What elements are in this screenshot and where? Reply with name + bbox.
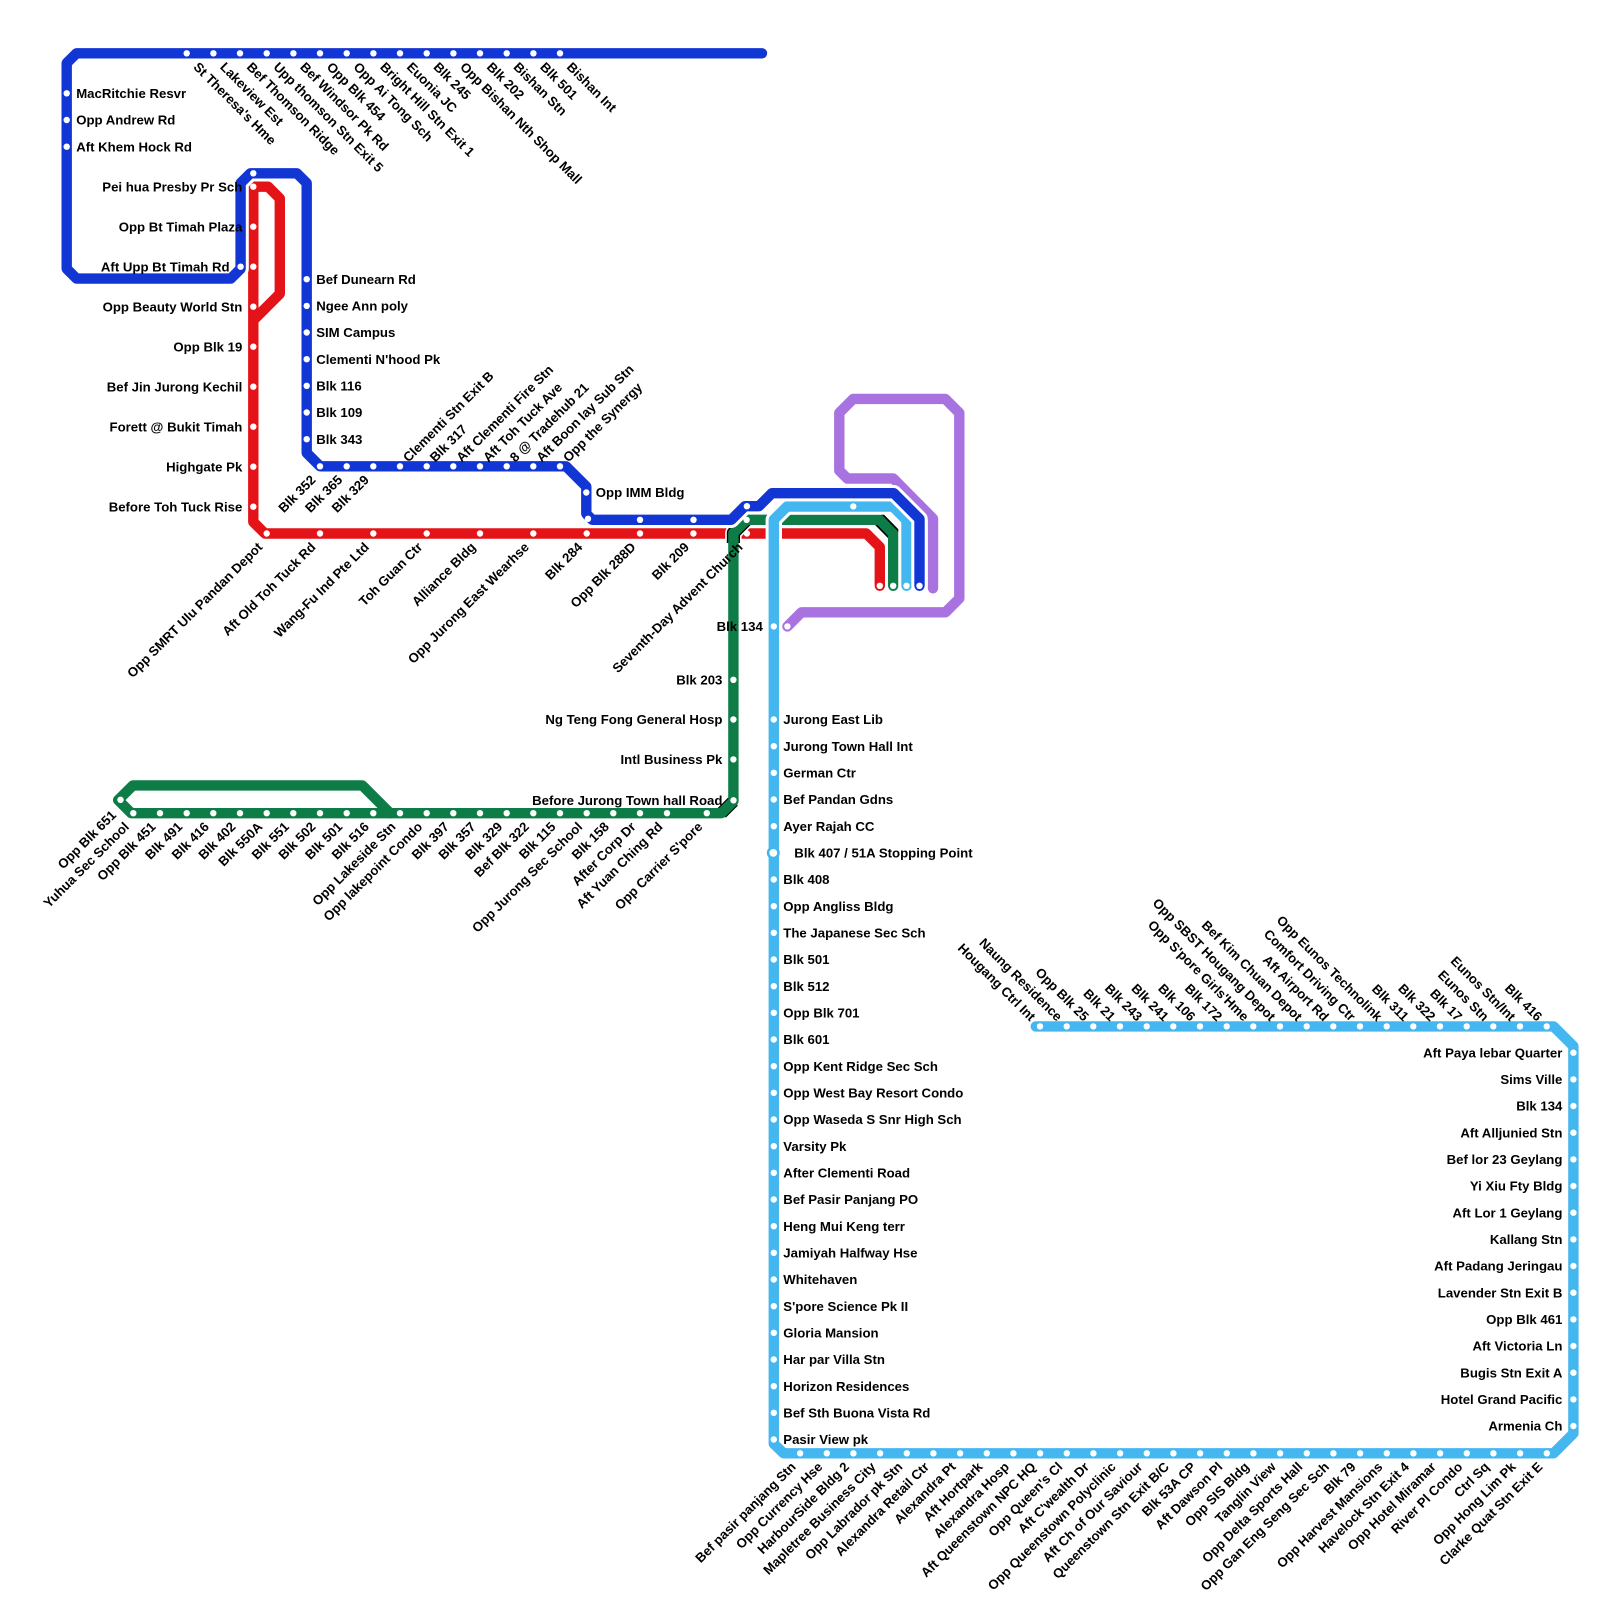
svg-text:Forett @ Bukit Timah: Forett @ Bukit Timah: [110, 419, 243, 434]
svg-text:Highgate Pk: Highgate Pk: [166, 459, 243, 474]
svg-text:German Ctr: German Ctr: [783, 765, 856, 780]
svg-text:Pei hua Presby Pr Sch: Pei hua Presby Pr Sch: [102, 179, 242, 194]
svg-text:MacRitchie Resvr: MacRitchie Resvr: [76, 86, 186, 101]
svg-text:Armenia Ch: Armenia Ch: [1488, 1419, 1562, 1434]
svg-text:Bef Sth Buona Vista Rd: Bef Sth Buona Vista Rd: [783, 1405, 930, 1420]
svg-text:Kallang Stn: Kallang Stn: [1490, 1232, 1563, 1247]
svg-text:Blk 203: Blk 203: [676, 672, 722, 687]
svg-text:Clementi N'hood Pk: Clementi N'hood Pk: [316, 352, 441, 367]
svg-text:The Japanese Sec Sch: The Japanese Sec Sch: [783, 925, 925, 940]
svg-text:Opp Andrew Rd: Opp Andrew Rd: [76, 113, 175, 128]
svg-text:Heng Mui Keng terr: Heng Mui Keng terr: [783, 1219, 905, 1234]
svg-text:Blk 343: Blk 343: [316, 432, 362, 447]
svg-text:Aft Paya lebar Quarter: Aft Paya lebar Quarter: [1423, 1045, 1562, 1060]
svg-text:Aft Lor 1 Geylang: Aft Lor 1 Geylang: [1452, 1205, 1562, 1220]
svg-text:Sims Ville: Sims Ville: [1500, 1072, 1562, 1087]
svg-text:Opp Beauty World Stn: Opp Beauty World Stn: [103, 299, 243, 314]
svg-text:Blk 501: Blk 501: [783, 952, 829, 967]
svg-text:Aft Khem Hock Rd: Aft Khem Hock Rd: [76, 139, 192, 154]
svg-text:Intl Business Pk: Intl Business Pk: [621, 752, 724, 767]
svg-text:Opp Angliss Bldg: Opp Angliss Bldg: [783, 899, 893, 914]
svg-text:Blk 109: Blk 109: [316, 405, 362, 420]
svg-text:Blk 408: Blk 408: [783, 872, 829, 887]
svg-text:Opp Blk 19: Opp Blk 19: [173, 339, 242, 354]
svg-text:Opp Blk 461: Opp Blk 461: [1486, 1312, 1562, 1327]
svg-text:Bugis Stn Exit A: Bugis Stn Exit A: [1460, 1365, 1563, 1380]
svg-text:Before Jurong Town hall Road: Before Jurong Town hall Road: [532, 793, 722, 808]
svg-text:Aft Upp Bt Timah Rd: Aft Upp Bt Timah Rd: [101, 259, 230, 274]
svg-text:Opp IMM Bldg: Opp IMM Bldg: [596, 485, 685, 500]
svg-text:Aft Alljunied Stn: Aft Alljunied Stn: [1460, 1125, 1562, 1140]
svg-text:Bef lor 23 Geylang: Bef lor 23 Geylang: [1447, 1152, 1563, 1167]
svg-text:Whitehaven: Whitehaven: [783, 1272, 857, 1287]
svg-text:Bef Pandan Gdns: Bef Pandan Gdns: [783, 792, 893, 807]
svg-text:Opp Blk 701: Opp Blk 701: [783, 1005, 859, 1020]
svg-text:S'pore Science Pk II: S'pore Science Pk II: [783, 1299, 908, 1314]
svg-text:Lavender Stn Exit B: Lavender Stn Exit B: [1438, 1285, 1563, 1300]
svg-text:Blk 407 / 51A Stopping Point: Blk 407 / 51A Stopping Point: [794, 845, 973, 860]
svg-text:Ayer Rajah CC: Ayer Rajah CC: [783, 819, 875, 834]
svg-text:Blk 512: Blk 512: [783, 979, 829, 994]
svg-text:Yi Xiu Fty Bldg: Yi Xiu Fty Bldg: [1470, 1179, 1563, 1194]
svg-text:SIM Campus: SIM Campus: [316, 325, 395, 340]
svg-text:After Clementi Road: After Clementi Road: [783, 1165, 910, 1180]
svg-text:Opp Waseda S Snr High Sch: Opp Waseda S Snr High Sch: [783, 1112, 961, 1127]
svg-text:Jamiyah Halfway Hse: Jamiyah Halfway Hse: [783, 1245, 917, 1260]
svg-text:Opp West Bay Resort Condo: Opp West Bay Resort Condo: [783, 1085, 963, 1100]
svg-text:Pasir View pk: Pasir View pk: [783, 1432, 868, 1447]
svg-text:Bef Pasir Panjang PO: Bef Pasir Panjang PO: [783, 1192, 918, 1207]
svg-text:Hotel Grand Pacific: Hotel Grand Pacific: [1441, 1392, 1563, 1407]
svg-text:Aft Victoria Ln: Aft Victoria Ln: [1473, 1339, 1563, 1354]
svg-text:Opp Kent Ridge Sec Sch: Opp Kent Ridge Sec Sch: [783, 1059, 938, 1074]
svg-text:Blk 134: Blk 134: [717, 619, 764, 634]
svg-text:Opp Bt Timah Plaza: Opp Bt Timah Plaza: [119, 219, 243, 234]
svg-text:Blk 116: Blk 116: [316, 378, 361, 393]
svg-text:Gloria Mansion: Gloria Mansion: [783, 1325, 878, 1340]
svg-text:Ngee Ann poly: Ngee Ann poly: [316, 299, 408, 314]
svg-text:Horizon Residences: Horizon Residences: [783, 1379, 909, 1394]
svg-text:Jurong East Lib: Jurong East Lib: [783, 712, 883, 727]
svg-text:Varsity Pk: Varsity Pk: [783, 1139, 847, 1154]
svg-text:Bef Jin Jurong Kechil: Bef Jin Jurong Kechil: [107, 379, 243, 394]
svg-text:Har par Villa Stn: Har par Villa Stn: [783, 1352, 885, 1367]
svg-text:Jurong Town Hall Int: Jurong Town Hall Int: [783, 739, 913, 754]
svg-text:Bef Dunearn Rd: Bef Dunearn Rd: [316, 272, 416, 287]
svg-text:Aft Padang Jeringau: Aft Padang Jeringau: [1434, 1259, 1562, 1274]
svg-text:Blk 134: Blk 134: [1516, 1099, 1563, 1114]
svg-text:Before Toh Tuck Rise: Before Toh Tuck Rise: [109, 499, 243, 514]
svg-text:Blk 601: Blk 601: [783, 1032, 829, 1047]
svg-text:Ng Teng Fong General Hosp: Ng Teng Fong General Hosp: [545, 712, 722, 727]
